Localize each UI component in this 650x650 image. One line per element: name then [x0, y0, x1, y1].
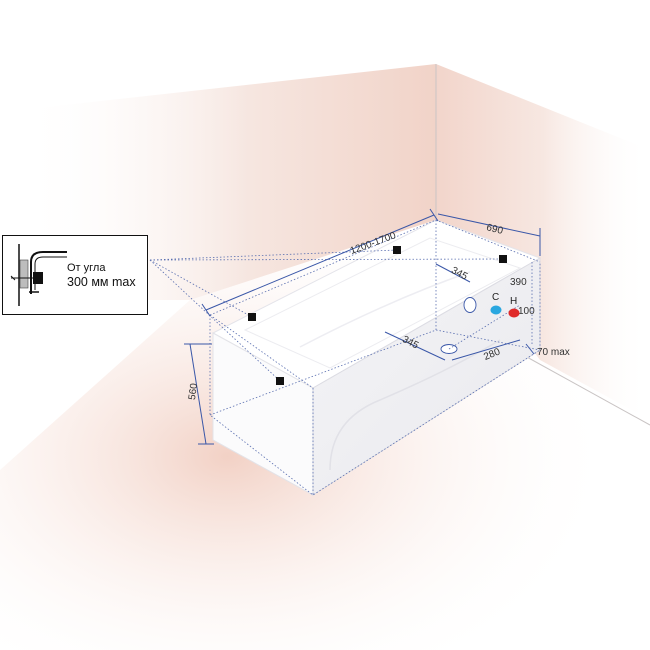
right-wall — [436, 64, 650, 420]
right-floor-line — [524, 355, 650, 426]
dim-line-drain-wall — [451, 339, 521, 361]
dotted-guides — [149, 219, 541, 496]
wall-mount-detail-inset: От угла 300 мм max — [2, 235, 148, 315]
pipes-height-label: 390 — [510, 277, 527, 288]
dim-line-height — [189, 343, 207, 445]
inset-caption-line1: От угла — [67, 262, 106, 274]
support-marker-rear-left — [393, 246, 401, 254]
guide-left-box — [209, 262, 541, 496]
tub-panel-curve — [329, 339, 501, 471]
dim-tick-length-b — [429, 208, 439, 222]
dim-line-drain-top — [435, 263, 471, 283]
support-marker-front-right — [276, 377, 284, 385]
cold-water-label: C — [492, 292, 499, 303]
dim-line-drain-bottom — [384, 331, 446, 361]
pipes-spacing-label: 100 — [518, 306, 535, 317]
guide-inset-to-support-1 — [149, 249, 398, 261]
tub-basin — [243, 237, 522, 369]
dim-line-width — [437, 213, 541, 237]
width-label: 690 — [485, 222, 504, 237]
guide-inset-to-support-2 — [149, 258, 504, 261]
floor-gap-label: 70 max — [537, 347, 570, 358]
tub-basin-inner-curve — [299, 271, 471, 348]
cold-water-pipe — [490, 305, 502, 315]
inset-caption-line2: 300 мм max — [67, 274, 136, 289]
overflow-hole — [463, 297, 477, 313]
dim-line-length — [205, 214, 435, 311]
dim-tick-length-a — [201, 303, 211, 317]
hot-water-label: H — [510, 296, 517, 307]
inset-caption: От угла 300 мм max — [67, 262, 136, 289]
height-label: 560 — [187, 382, 200, 400]
bathtub — [211, 219, 542, 496]
support-marker-front-left — [248, 313, 256, 321]
water-pipes: C H — [490, 292, 520, 318]
support-markers — [248, 246, 507, 385]
dim-line-floor-gap — [525, 343, 535, 355]
dimension-lines — [184, 208, 541, 445]
guide-inner-floor — [209, 329, 541, 416]
hot-water-pipe — [508, 308, 520, 318]
wall-mount-bracket-icon — [10, 244, 67, 306]
guide-front-top — [209, 314, 314, 389]
support-marker-rear-right — [499, 255, 507, 263]
guide-inset-to-support-4 — [149, 259, 281, 382]
